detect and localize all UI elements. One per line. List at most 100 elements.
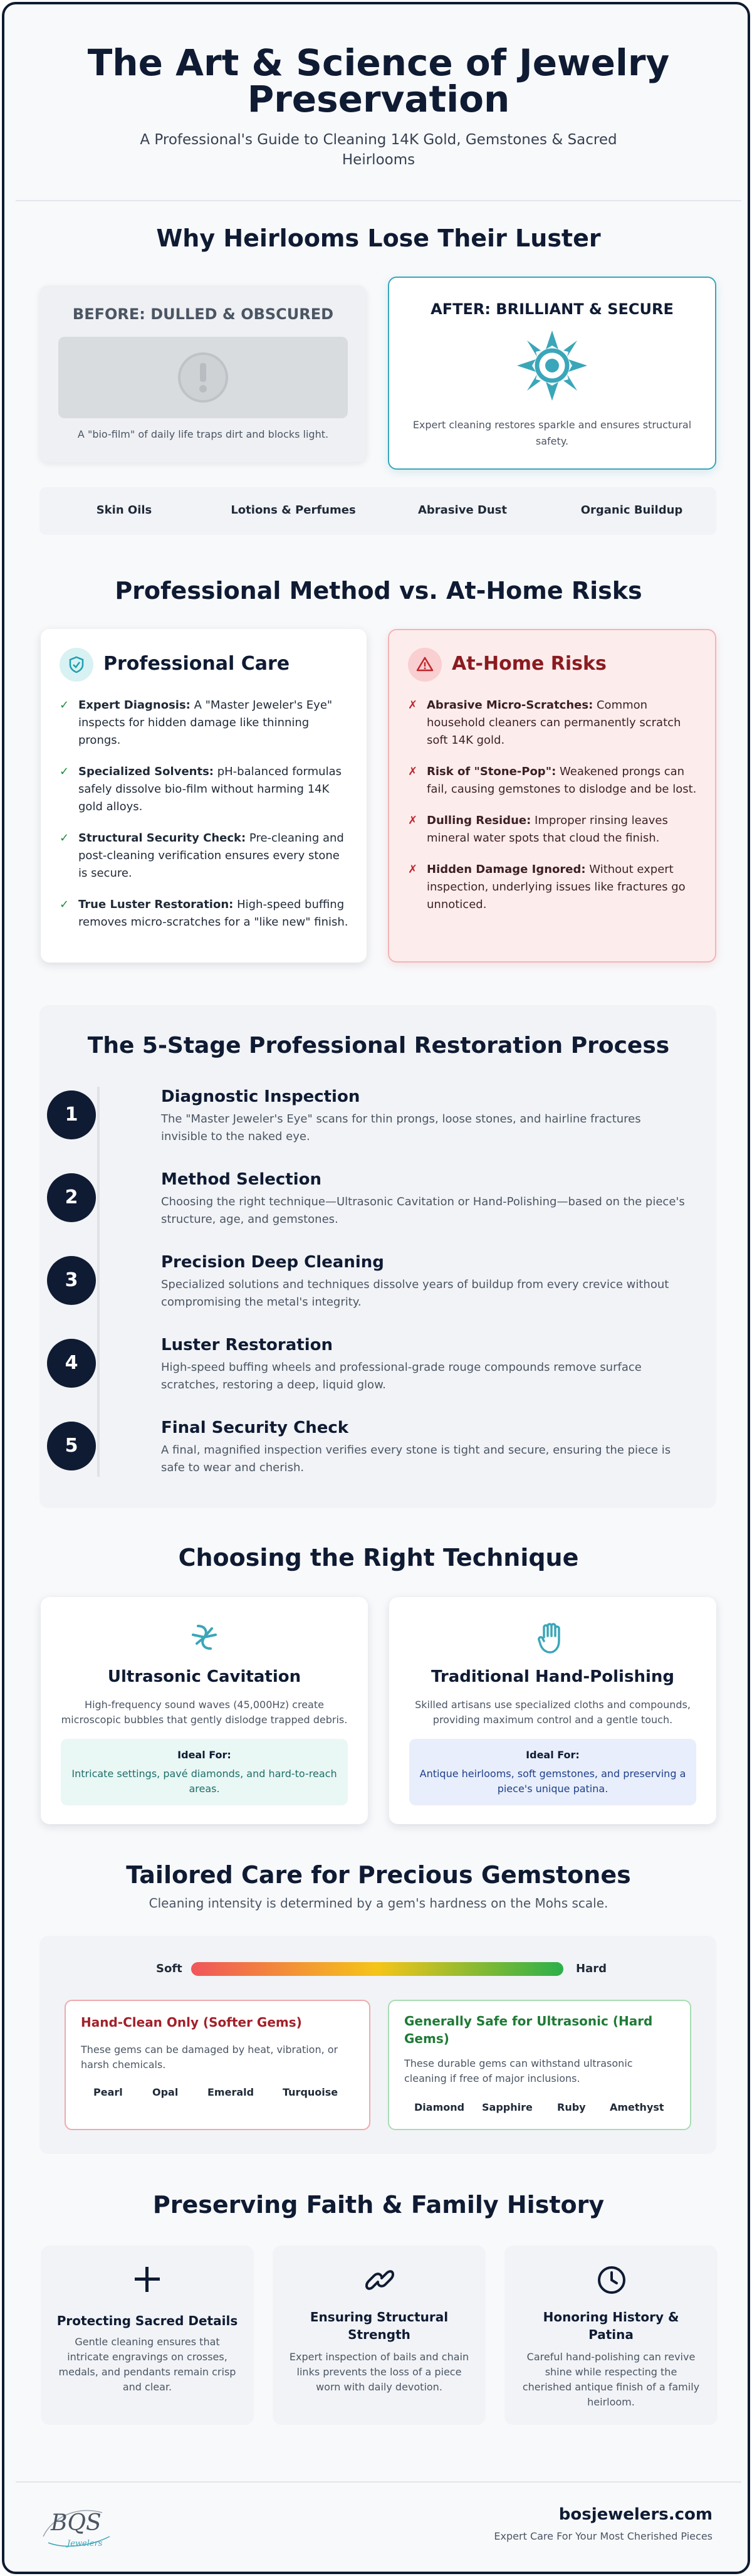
list-item: ✓Expert Diagnosis: A "Master Jeweler's E… (60, 697, 352, 749)
shield-badge (60, 648, 93, 682)
cross-icon (135, 2267, 160, 2292)
faith-card-title: Strength (348, 2327, 410, 2342)
gem-item: Emerald (207, 2086, 254, 2098)
gem-item: Opal (152, 2086, 179, 2098)
hand-ideal-label: Ideal For: (526, 1749, 580, 1761)
hard-gems-title-line1: Generally Safe for Ultrasonic (Hard (404, 2014, 653, 2029)
warning-triangle-icon (416, 657, 434, 672)
gem-item: Pearl (93, 2086, 123, 2098)
step-title: Final Security Check (161, 1418, 349, 1437)
faith-card-desc: worn with daily devotion. (316, 2381, 442, 2393)
step-desc: Choosing the right technique—Ultrasonic … (161, 1195, 685, 1208)
ultrasonic-ideal-line1: Intricate settings, pavé diamonds, and h… (71, 1768, 337, 1780)
faith-card-title: Patina (588, 2327, 634, 2342)
before-panel: BEFORE: DULLED & OBSCURED A "bio-film" o… (39, 285, 367, 462)
step-desc: structure, age, and gemstones. (161, 1213, 338, 1226)
hand-polishing-title: Traditional Hand-Polishing (431, 1667, 674, 1686)
list-item: ✗Hidden Damage Ignored: Without expert i… (408, 861, 700, 914)
page-subtitle-line2: Heirlooms (342, 152, 415, 168)
cause-item: Organic Buildup (580, 504, 683, 517)
logo-script: Jewelers (67, 2539, 103, 2548)
soft-gems-desc-line1: These gems can be damaged by heat, vibra… (81, 2044, 338, 2056)
faith-card-desc: intricate engravings on crosses, (67, 2351, 227, 2363)
faith-card-desc: Gentle cleaning ensures that (75, 2336, 220, 2348)
step-desc: Specialized solutions and techniques dis… (161, 1278, 669, 1291)
professional-care-card: Professional Care ✓Expert Diagnosis: A "… (41, 629, 367, 963)
hard-gems-desc-line2: cleaning if free of major inclusions. (404, 2072, 580, 2084)
faith-card-desc: medals, and pendants remain crisp (58, 2366, 236, 2378)
gems-heading: Tailored Care for Precious Gemstones (126, 1861, 631, 1889)
step-desc: High-speed buffing wheels and profession… (161, 1361, 642, 1374)
faith-card-strength: Ensuring Structural Strength Expert insp… (273, 2246, 486, 2425)
cause-item: Lotions & Perfumes (231, 504, 356, 517)
luster-heading: Why Heirlooms Lose Their Luster (156, 224, 601, 252)
step-desc: The "Master Jeweler's Eye" scans for thi… (161, 1112, 641, 1126)
list-item: ✓Specialized Solvents: pH-balanced formu… (60, 763, 352, 816)
hand-ideal-line1: Antique heirlooms, soft gemstones, and p… (419, 1768, 686, 1780)
page-title-line1: The Art & Science of Jewelry (87, 41, 670, 84)
cause-item: Skin Oils (96, 504, 152, 517)
hand-desc-line1: Skilled artisans use specialized cloths … (415, 1699, 691, 1711)
process-timeline-line (97, 1087, 100, 1477)
cause-item: Abrasive Dust (417, 504, 507, 517)
ultrasonic-ideal-line2: areas. (189, 1783, 220, 1795)
shield-check-icon (69, 656, 84, 673)
warning-circle-icon (178, 352, 228, 403)
faith-card-desc: Expert inspection of bails and chain (289, 2351, 469, 2363)
ultrasonic-ideal-box: Ideal For: Intricate settings, pavé diam… (61, 1739, 348, 1805)
mohs-hardness-bar (191, 1962, 563, 1976)
ultrasonic-title: Ultrasonic Cavitation (107, 1667, 301, 1686)
at-home-risks-card: At-Home Risks ✗Abrasive Micro-Scratches:… (388, 629, 716, 963)
list-item: ✓True Luster Restoration: High-speed buf… (60, 896, 352, 931)
after-caption-line2: safety. (535, 435, 569, 447)
faith-card-title: Honoring History & (543, 2309, 679, 2325)
causes-bar: Skin Oils Lotions & Perfumes Abrasive Du… (39, 487, 716, 535)
cross-icon: ✗ (408, 765, 418, 778)
after-title: AFTER: BRILLIANT & SECURE (431, 300, 674, 318)
soft-label: Soft (156, 1962, 182, 1975)
sound-wave-icon (192, 1625, 217, 1650)
step-title: Method Selection (161, 1170, 322, 1189)
process-heading: The 5-Stage Professional Restoration Pro… (87, 1033, 670, 1058)
page-title-line2: Preservation (247, 78, 510, 120)
professional-care-title: Professional Care (103, 653, 290, 675)
check-icon: ✓ (60, 898, 70, 911)
after-caption-line1: Expert cleaning restores sparkle and ens… (412, 419, 692, 431)
before-caption: A "bio-film" of daily life traps dirt an… (77, 428, 329, 440)
faith-card-sacred: Protecting Sacred Details Gentle cleanin… (41, 2246, 254, 2425)
gem-item: Diamond (414, 2101, 465, 2113)
cross-icon: ✗ (408, 863, 418, 876)
faith-card-desc: and clear. (122, 2381, 172, 2393)
step-desc: invisible to the naked eye. (161, 1130, 310, 1143)
step-desc: A final, magnified inspection verifies e… (161, 1444, 671, 1457)
after-panel: AFTER: BRILLIANT & SECURE Expert cleanin… (388, 277, 716, 470)
list-item: ✗Dulling Residue: Improper rinsing leave… (408, 812, 700, 847)
faith-card-desc: shine while respecting the (545, 2366, 677, 2378)
step-title: Precision Deep Cleaning (161, 1253, 384, 1272)
cross-icon: ✗ (408, 699, 418, 712)
technique-heading: Choosing the Right Technique (178, 1544, 579, 1571)
gem-item: Amethyst (610, 2101, 664, 2113)
sparkle-gem-icon (517, 330, 587, 401)
gems-subtitle: Cleaning intensity is determined by a ge… (149, 1896, 608, 1911)
step-number: 1 (47, 1090, 96, 1139)
faith-card-title: Ensuring Structural (310, 2309, 449, 2325)
page-subtitle-line1: A Professional's Guide to Cleaning 14K G… (140, 132, 617, 148)
logo-text: BQS (51, 2510, 102, 2536)
hand-polishing-card: Traditional Hand-Polishing Skilled artis… (389, 1597, 716, 1824)
method-heading: Professional Method vs. At-Home Risks (115, 577, 642, 604)
gems-section: Soft Hard Hand-Clean Only (Softer Gems) … (39, 1936, 716, 2154)
faith-card-history: Honoring History & Patina Careful hand-p… (504, 2246, 718, 2425)
at-home-risks-list: ✗Abrasive Micro-Scratches: Common househ… (408, 697, 700, 927)
step-title: Luster Restoration (161, 1336, 333, 1354)
ultrasonic-card: Ultrasonic Cavitation High-frequency sou… (41, 1597, 368, 1824)
step-number: 4 (47, 1339, 96, 1388)
check-icon: ✓ (60, 831, 70, 845)
brand-logo: BQS Jewelers (39, 2499, 115, 2555)
faith-heading: Preserving Faith & Family History (152, 2191, 605, 2219)
header-divider (16, 200, 741, 201)
clock-icon (598, 2266, 625, 2294)
hand-ideal-line2: piece's unique patina. (497, 1783, 608, 1795)
faith-card-desc: cherished antique finish of a family (522, 2381, 700, 2393)
